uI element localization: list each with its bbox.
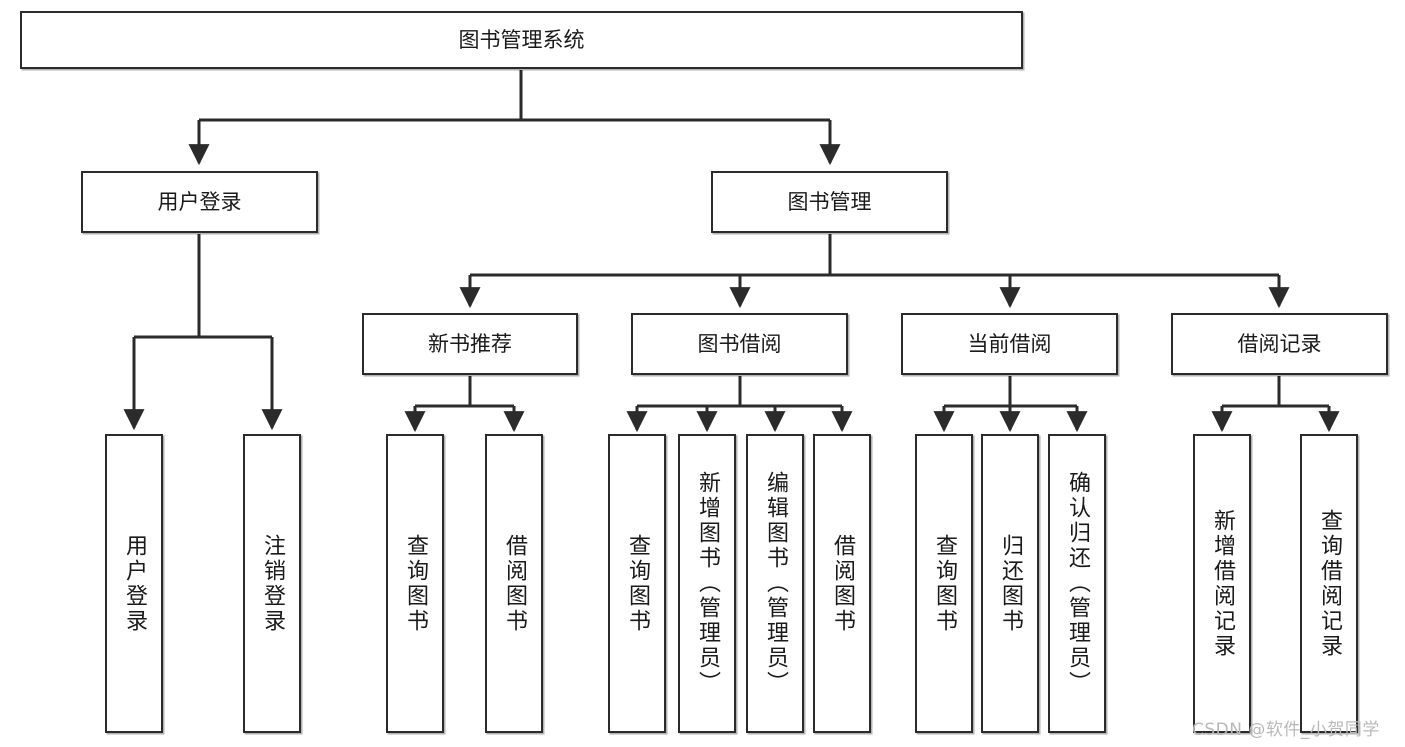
node-label: 用户登录 (157, 189, 242, 214)
leaf-user-logout[interactable]: 注销登录 (243, 434, 301, 733)
node-label: 图书管理 (787, 189, 872, 214)
node-label: 查询图书 (932, 533, 957, 634)
node-user-login[interactable]: 用户登录 (81, 171, 318, 233)
node-label: 借阅记录 (1237, 331, 1322, 356)
node-label: 编辑图书（管理员） (763, 471, 788, 696)
leaf-query-book-2[interactable]: 查询图书 (608, 434, 666, 733)
node-label: 借阅图书 (502, 533, 527, 634)
node-label: 新增图书（管理员） (695, 471, 720, 696)
leaf-borrow-book-1[interactable]: 借阅图书 (485, 434, 543, 733)
csdn-watermark: CSDN @软件_小贺同学 (1192, 720, 1380, 740)
node-book-manage[interactable]: 图书管理 (711, 171, 948, 233)
node-label: 借阅图书 (830, 533, 855, 634)
node-label: 当前借阅 (967, 331, 1052, 356)
leaf-return-book[interactable]: 归还图书 (981, 434, 1039, 733)
node-label: 确认归还（管理员） (1065, 471, 1090, 696)
node-root-system[interactable]: 图书管理系统 (20, 11, 1023, 69)
leaf-add-record[interactable]: 新增借阅记录 (1193, 434, 1251, 733)
node-label: 用户登录 (122, 533, 147, 634)
leaf-borrow-book-2[interactable]: 借阅图书 (813, 434, 871, 733)
node-label: 查询借阅记录 (1317, 508, 1342, 659)
node-current-borrow[interactable]: 当前借阅 (901, 313, 1118, 375)
node-book-borrow[interactable]: 图书借阅 (631, 313, 848, 375)
leaf-user-login[interactable]: 用户登录 (105, 434, 163, 733)
node-label: 查询图书 (403, 533, 428, 634)
node-label: 新书推荐 (428, 331, 512, 356)
node-borrow-record[interactable]: 借阅记录 (1171, 313, 1388, 375)
node-label: 图书管理系统 (458, 27, 585, 52)
leaf-confirm-return[interactable]: 确认归还（管理员） (1048, 434, 1106, 733)
node-label: 查询图书 (625, 533, 650, 634)
leaf-query-book-3[interactable]: 查询图书 (915, 434, 973, 733)
leaf-query-book-1[interactable]: 查询图书 (386, 434, 444, 733)
leaf-add-book[interactable]: 新增图书（管理员） (678, 434, 736, 733)
node-label: 归还图书 (998, 533, 1023, 634)
node-label: 新增借阅记录 (1210, 508, 1235, 659)
node-new-book-rec[interactable]: 新书推荐 (362, 313, 578, 375)
leaf-query-record[interactable]: 查询借阅记录 (1300, 434, 1358, 733)
leaf-edit-book[interactable]: 编辑图书（管理员） (746, 434, 804, 733)
node-label: 图书借阅 (697, 331, 782, 356)
node-label: 注销登录 (260, 533, 285, 634)
